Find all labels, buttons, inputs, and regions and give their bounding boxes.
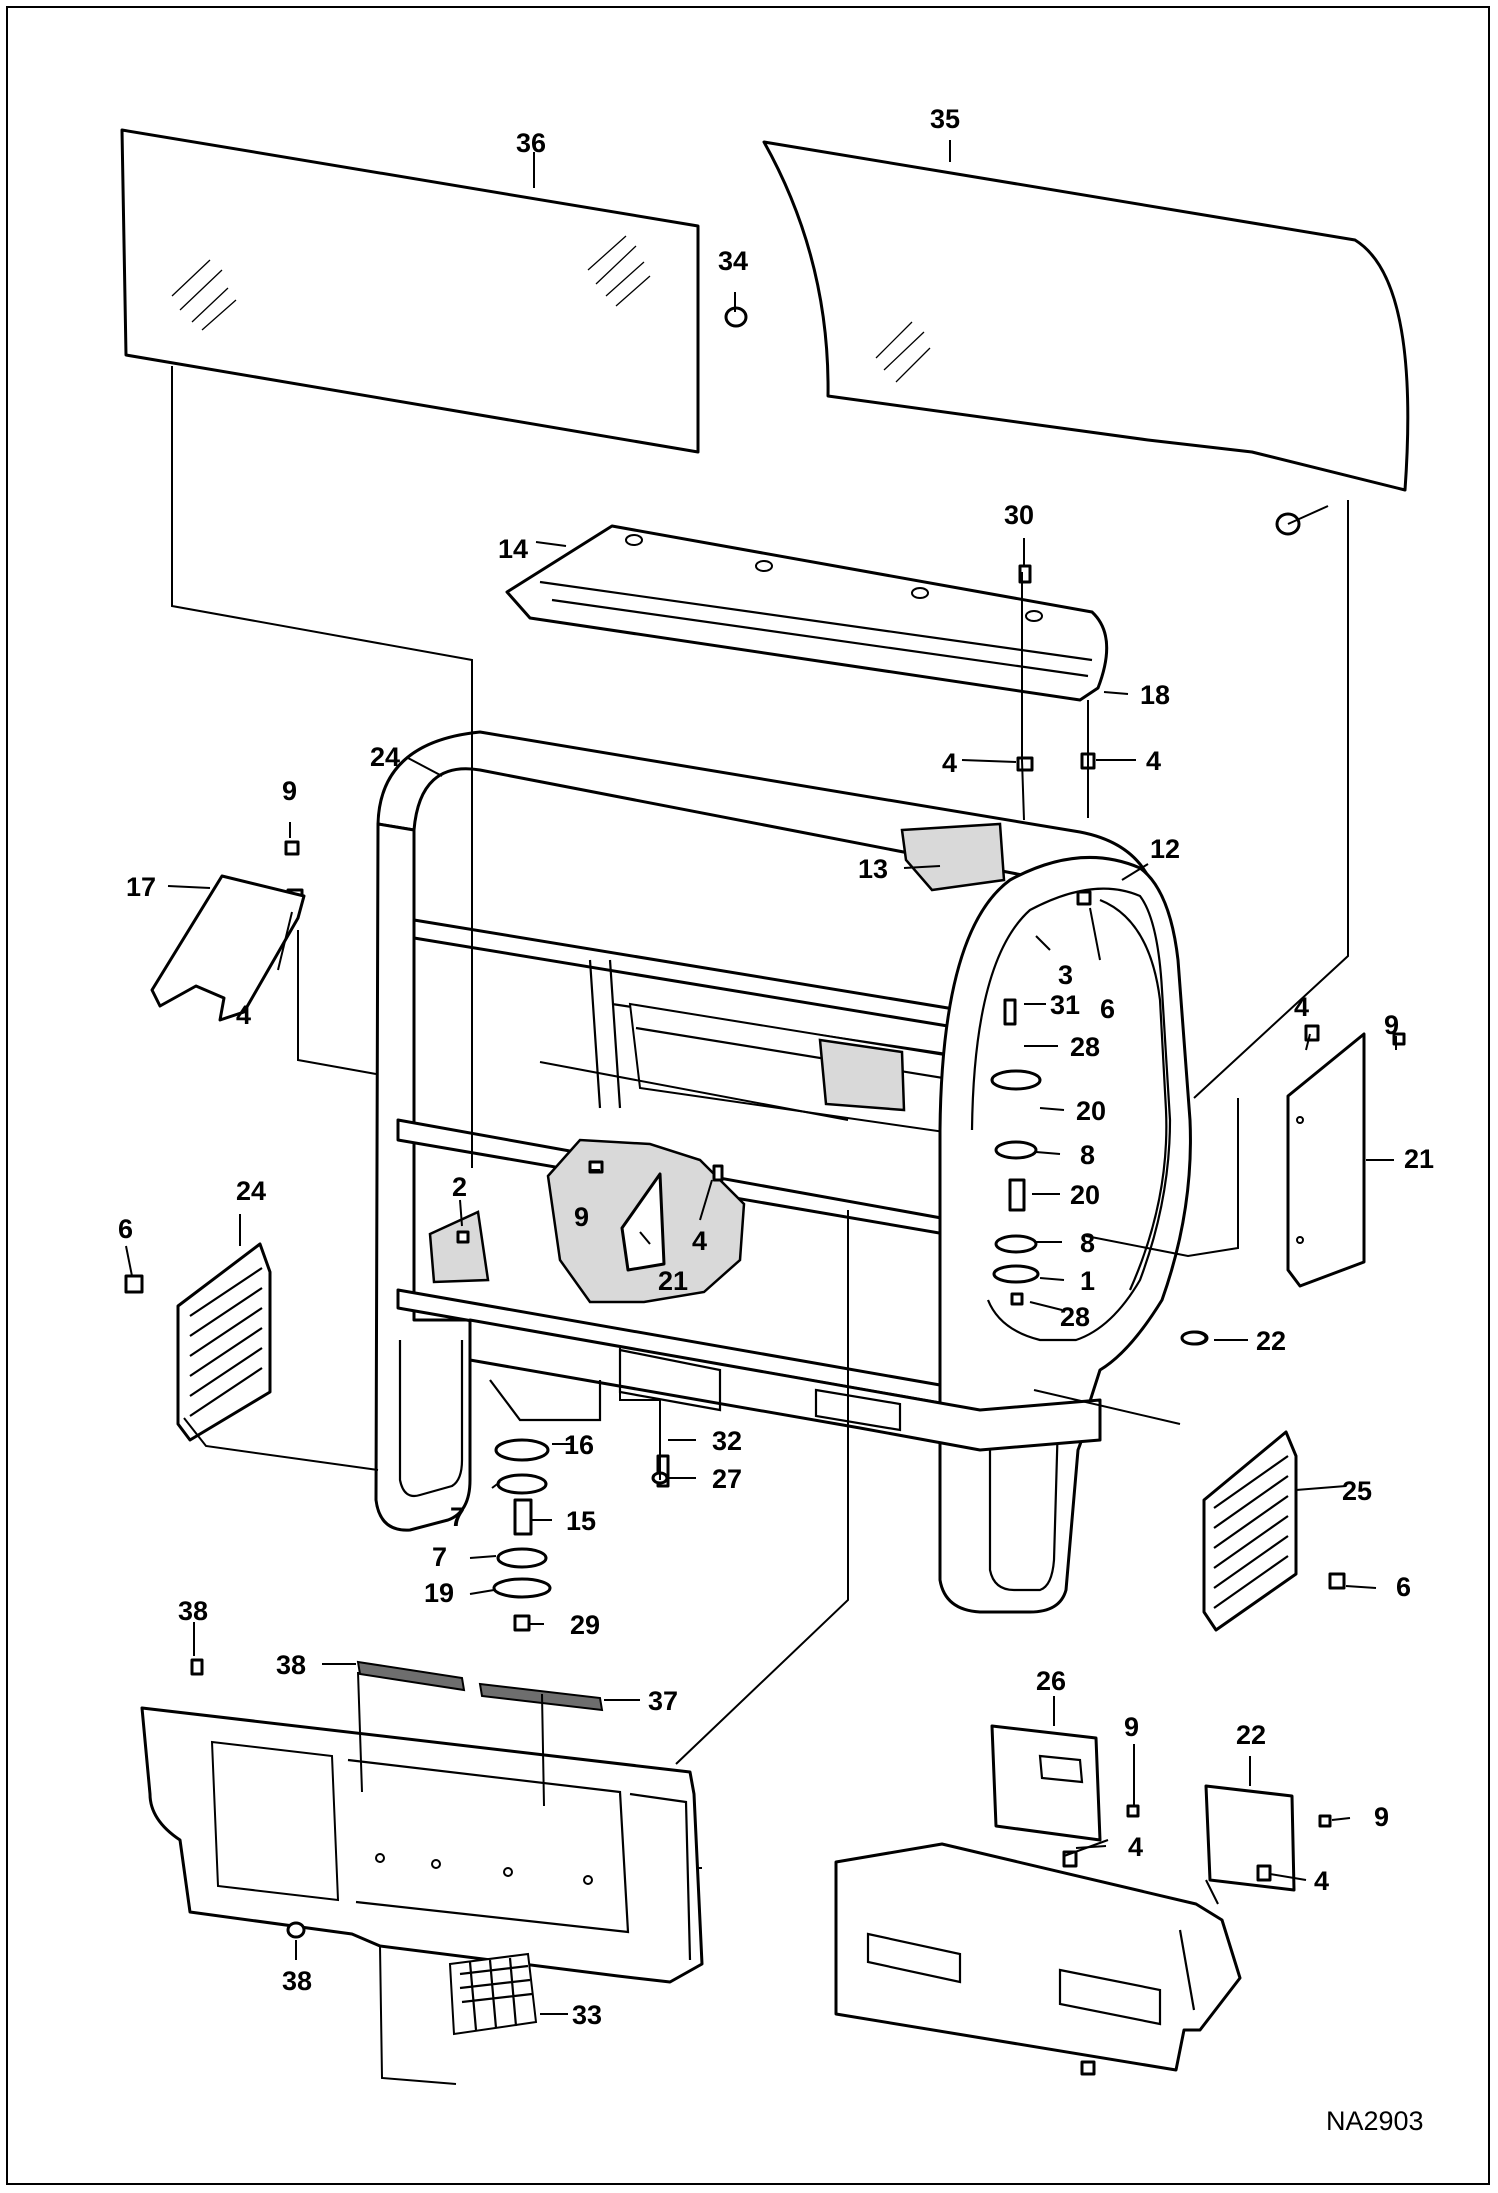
callout-28-upper: 28 — [1060, 1302, 1090, 1332]
callout-34: 37 — [648, 1686, 678, 1716]
lower-front-panel — [140, 1706, 704, 1984]
callout-12: 14 — [498, 534, 528, 564]
left-side-grille — [176, 1242, 272, 1442]
callout-9-lower-left: 9 — [1124, 1712, 1139, 1742]
callout-38-bottom: 38 — [282, 1966, 312, 1996]
callout-20-interior: 21 — [658, 1266, 688, 1296]
callout-27: 30 — [1004, 500, 1034, 530]
right-side-grille — [1202, 1430, 1298, 1632]
callout-35: 38 — [276, 1650, 306, 1680]
assembly-lines — [171, 366, 1349, 2085]
callout-19: 20 — [1076, 1096, 1106, 1126]
callout-29: 31 — [1050, 990, 1080, 1020]
access-plate-large — [990, 1724, 1102, 1842]
interior-cover-plate — [620, 1172, 666, 1272]
top-window-glass — [762, 140, 1410, 492]
callout-31: 34 — [718, 246, 748, 276]
callout-30: 32 — [712, 1426, 742, 1456]
callout-22: 22 — [1256, 1326, 1286, 1356]
callout-7-lower: 7 — [432, 1542, 447, 1572]
cab-frame — [374, 730, 1192, 1614]
mounting-plate — [150, 874, 306, 1022]
callout-labels: 36 35 34 30 14 18 4 4 24 9 17 4 13 12 3 … — [118, 104, 1434, 2136]
callout-4-side: 4 — [1294, 992, 1309, 1022]
callout-3: 3 — [1058, 960, 1073, 990]
lower-right-chassis — [834, 1842, 1242, 2072]
cab-mount-stack-left — [492, 1438, 552, 1632]
callout-2: 2 — [452, 1172, 467, 1202]
callout-11: 13 — [858, 854, 888, 884]
callout-33: 36 — [516, 128, 546, 158]
callout-1: 1 — [1080, 1266, 1095, 1296]
callout-6-right: 6 — [1396, 1572, 1411, 1602]
callout-7-upper: 7 — [450, 1502, 465, 1532]
callout-8-upper: 8 — [1080, 1140, 1095, 1170]
callout-8-lower: 8 — [1080, 1228, 1095, 1258]
callout-9-side: 9 — [1384, 1010, 1399, 1040]
callout-16: 18 — [1140, 680, 1170, 710]
callout-13: 15 — [566, 1506, 596, 1536]
callout-36: 33 — [572, 2000, 602, 2030]
callout-24-right: 25 — [1342, 1476, 1372, 1506]
callout-21: 21 — [1404, 1144, 1434, 1174]
callout-20-lower: 22 — [1236, 1720, 1266, 1750]
cab-mount-stack-right — [990, 1069, 1042, 1306]
callout-14: 16 — [564, 1430, 594, 1460]
callout-26-lower: 27 — [712, 1464, 742, 1494]
callout-9-plate: 9 — [282, 776, 297, 806]
drawing-code: NA2903 — [1326, 2106, 1424, 2136]
callout-32: 35 — [930, 104, 960, 134]
callout-18: 20 — [1070, 1180, 1100, 1210]
callout-leaders — [125, 140, 1397, 2015]
callout-15: 17 — [126, 872, 156, 902]
callout-4-top-right: 4 — [1146, 746, 1161, 776]
side-access-panel — [1286, 1032, 1366, 1288]
callout-24-left: 24 — [236, 1176, 266, 1206]
callout-4-lower-left: 4 — [1128, 1832, 1143, 1862]
callout-25: 26 — [1036, 1666, 1066, 1696]
callout-23: 24 — [370, 742, 400, 772]
callout-5: 6 — [1100, 994, 1115, 1024]
plug-cap — [1180, 1330, 1208, 1346]
front-upper-trim-panel — [505, 524, 1109, 702]
cab-bracket — [428, 1210, 490, 1284]
callout-38-top: 38 — [178, 1596, 208, 1626]
callout-26-upper: 28 — [1070, 1032, 1100, 1062]
access-plate-small — [1204, 1784, 1296, 1892]
rear-window-glass — [120, 128, 700, 454]
lower-panel-screen — [448, 1952, 538, 2036]
callout-28-lower: 29 — [570, 1610, 600, 1640]
handle-grip-left — [356, 1660, 466, 1692]
callout-6-left: 6 — [118, 1214, 133, 1244]
callout-17: 19 — [424, 1578, 454, 1608]
callout-9-interior: 9 — [574, 1202, 589, 1232]
callout-10: 12 — [1150, 834, 1180, 864]
handle-grip-right — [478, 1682, 604, 1712]
callout-4-lower-right: 4 — [1314, 1866, 1329, 1896]
callout-9-lower-right: 9 — [1374, 1802, 1389, 1832]
lower-right-fasteners — [1062, 1804, 1332, 1882]
callout-4-top-left: 4 — [942, 748, 957, 778]
callout-4-interior: 4 — [692, 1226, 707, 1256]
callout-4-plate: 4 — [236, 1000, 251, 1030]
lower-panel-fasteners — [190, 1658, 306, 1939]
